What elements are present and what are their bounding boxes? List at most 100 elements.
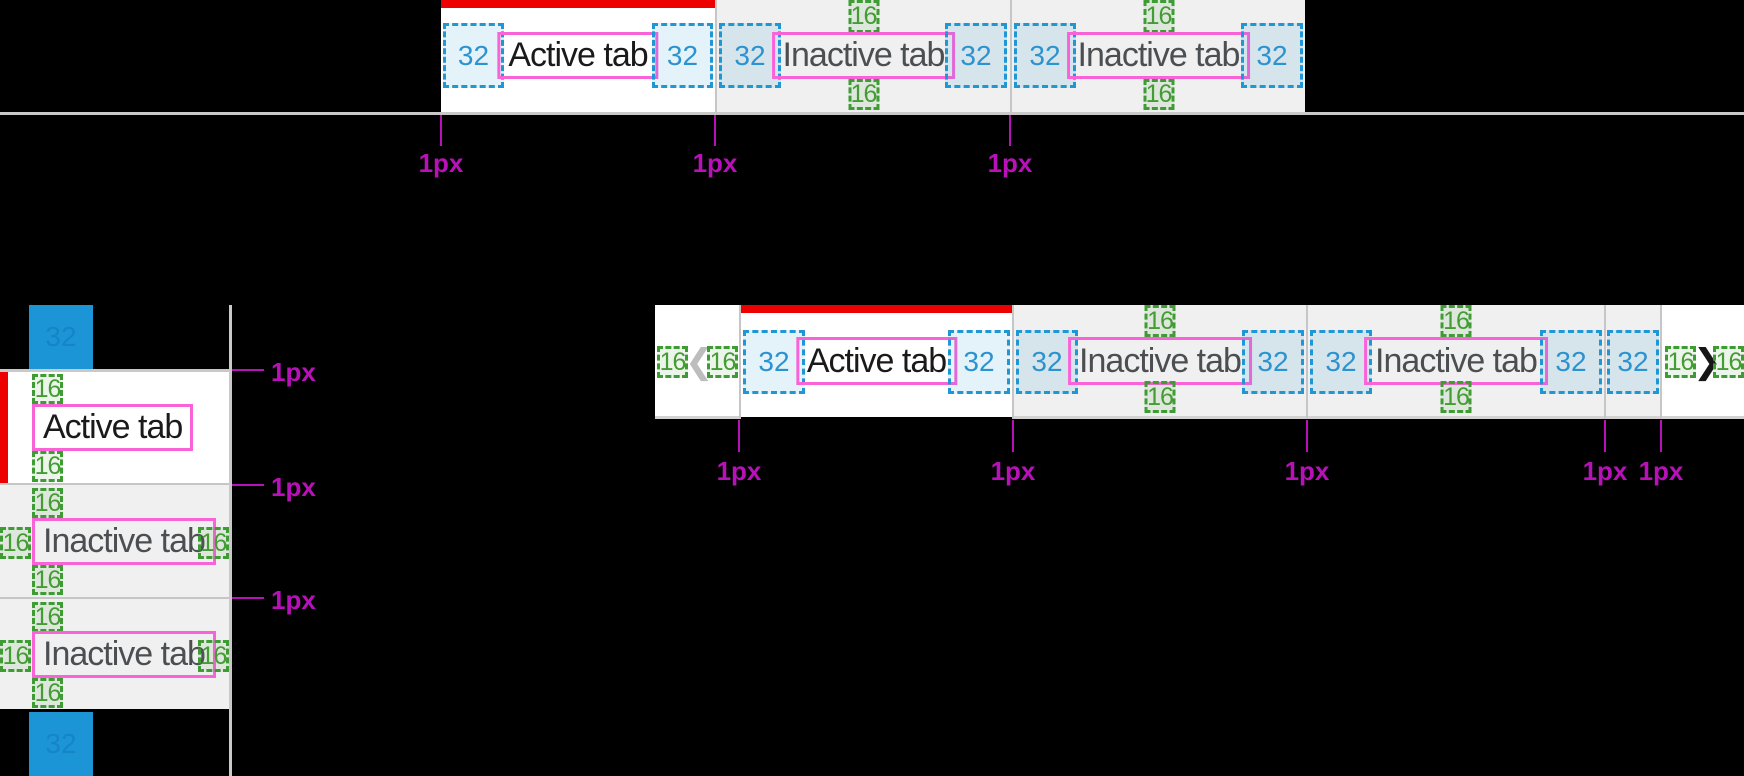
h-padding-annotation: 32 xyxy=(1014,23,1076,88)
v-padding-annotation: 16 xyxy=(1440,305,1472,337)
tab-active[interactable]: 16 Active tab 16 xyxy=(0,372,229,483)
divider-callout-line xyxy=(232,597,264,599)
scroll-left-button[interactable]: ❮ 16 16 xyxy=(655,305,739,419)
h-padding-annotation: 32 xyxy=(652,23,713,88)
v-padding-annotation: 16 xyxy=(32,602,63,632)
label-bounds-annotation: Inactive tab xyxy=(1066,32,1251,79)
divider-callout-line xyxy=(232,369,264,371)
divider-callout-line xyxy=(1604,420,1606,452)
label-bounds-annotation: Active tab xyxy=(497,32,659,79)
divider-callout-line xyxy=(1009,115,1011,146)
divider-callout-label: 1px xyxy=(990,456,1036,486)
measure-line-horizontal xyxy=(0,112,1744,115)
tab-active[interactable]: 32 Active tab 32 xyxy=(441,0,715,112)
tab-divider xyxy=(1660,305,1662,419)
divider-callout-label: 1px xyxy=(692,148,738,178)
label-bounds-annotation: Active tab xyxy=(795,337,958,385)
h-padding-annotation: 32 xyxy=(1540,330,1602,394)
tab-divider xyxy=(1012,305,1014,419)
h-padding-annotation: 32 xyxy=(743,330,805,394)
divider-callout-label: 1px xyxy=(1638,456,1684,486)
v-padding-annotation: 16 xyxy=(848,0,879,33)
h-padding-annotation: 32 xyxy=(945,23,1007,88)
tab-label: Inactive tab xyxy=(1079,341,1242,380)
tab-active[interactable]: 32 Active tab 32 xyxy=(741,305,1012,417)
tab-inactive[interactable]: 16 32 Inactive tab 32 16 xyxy=(1014,305,1306,419)
label-bounds-annotation: Inactive tab xyxy=(771,32,956,79)
tab-inactive[interactable]: 16 16 Inactive tab 16 16 xyxy=(0,599,229,709)
tab-inactive[interactable]: 16 32 Inactive tab 32 16 xyxy=(1308,305,1604,419)
divider-callout-label: 1px xyxy=(1284,456,1330,486)
divider-callout-label: 1px xyxy=(271,357,316,387)
tab-inactive[interactable]: 16 32 Inactive tab 32 16 xyxy=(717,0,1010,112)
h-padding-annotation: 32 xyxy=(1241,23,1303,88)
active-tab-indicator xyxy=(741,305,1012,313)
tab-label: Inactive tab xyxy=(1077,36,1241,74)
v-padding-annotation: 16 xyxy=(1144,381,1176,413)
measure-line-vertical xyxy=(229,305,232,776)
tab-divider xyxy=(1010,0,1012,112)
divider-callout-label: 1px xyxy=(716,456,762,486)
tab-label: Inactive tab xyxy=(1375,341,1538,380)
tab-inactive[interactable]: 16 32 Inactive tab 32 16 xyxy=(1012,0,1305,112)
tab-divider xyxy=(1604,305,1606,419)
v-padding-annotation: 16 xyxy=(1144,305,1176,337)
tab-divider xyxy=(0,483,229,485)
margin-block-annotation: 32 xyxy=(29,712,93,776)
label-bounds-annotation: Inactive tab xyxy=(1364,337,1548,385)
divider-callout-line xyxy=(440,115,442,146)
chevron-right-icon: ❯ xyxy=(1693,342,1722,382)
h-padding-annotation: 32 xyxy=(719,23,781,88)
divider-callout-line xyxy=(738,420,740,452)
h-padding-annotation: 32 xyxy=(948,330,1010,394)
tab-label: Inactive tab xyxy=(782,36,946,74)
divider-callout-line xyxy=(1306,420,1308,452)
h-padding-annotation: 32 xyxy=(1242,330,1304,394)
h-padding-annotation: 16 xyxy=(1713,346,1744,378)
tab-divider xyxy=(739,305,741,419)
tab-partial[interactable]: 32 xyxy=(1606,305,1660,419)
tab-label: Active tab xyxy=(43,408,183,446)
tab-label: Inactive tab xyxy=(43,522,206,560)
divider-callout-label: 1px xyxy=(271,472,316,502)
v-padding-annotation: 16 xyxy=(1143,0,1174,33)
v-padding-annotation: 16 xyxy=(848,79,879,110)
tab-inactive[interactable]: 16 16 Inactive tab 16 16 xyxy=(0,485,229,597)
divider-callout-label: 1px xyxy=(418,148,464,178)
divider-callout-label: 1px xyxy=(271,585,316,615)
margin-block-annotation: 32 xyxy=(29,305,93,369)
active-tab-indicator xyxy=(0,372,8,483)
v-padding-annotation: 16 xyxy=(1440,381,1472,413)
v-padding-annotation: 16 xyxy=(32,488,63,518)
label-bounds-annotation: Inactive tab xyxy=(32,631,216,678)
v-padding-annotation: 16 xyxy=(32,678,63,708)
divider-callout-label: 1px xyxy=(987,148,1033,178)
divider-callout-line xyxy=(714,115,716,146)
tab-divider xyxy=(1306,305,1308,419)
h-padding-annotation: 16 xyxy=(1665,346,1696,378)
active-tab-indicator xyxy=(441,0,715,8)
h-padding-annotation: 16 xyxy=(198,527,229,559)
h-padding-annotation: 32 xyxy=(1016,330,1078,394)
h-padding-annotation: 32 xyxy=(1607,330,1659,394)
scroll-right-button[interactable]: ❯ 16 16 xyxy=(1662,305,1744,419)
tab-label: Inactive tab xyxy=(43,635,206,673)
h-padding-annotation: 16 xyxy=(0,640,31,672)
label-bounds-annotation: Inactive tab xyxy=(1068,337,1252,385)
divider-callout-line xyxy=(232,484,264,486)
scrollable-tabbar: ❮ 16 16 32 Active tab 32 16 32 Inactive … xyxy=(655,305,1744,419)
label-bounds-annotation: Active tab xyxy=(32,404,194,451)
h-padding-annotation: 32 xyxy=(1310,330,1372,394)
v-padding-annotation: 16 xyxy=(32,374,63,404)
h-padding-annotation: 16 xyxy=(0,527,31,559)
tab-label: Active tab xyxy=(508,36,648,74)
label-bounds-annotation: Inactive tab xyxy=(32,518,216,565)
fixed-tabbar: 32 Active tab 32 16 32 Inactive tab 32 1… xyxy=(441,0,1305,112)
tab-divider xyxy=(715,0,717,112)
h-padding-annotation: 16 xyxy=(707,346,738,378)
h-padding-annotation: 32 xyxy=(443,23,504,88)
h-padding-annotation: 16 xyxy=(198,640,229,672)
divider-callout-line xyxy=(1660,420,1662,452)
divider-callout-line xyxy=(1012,420,1014,452)
